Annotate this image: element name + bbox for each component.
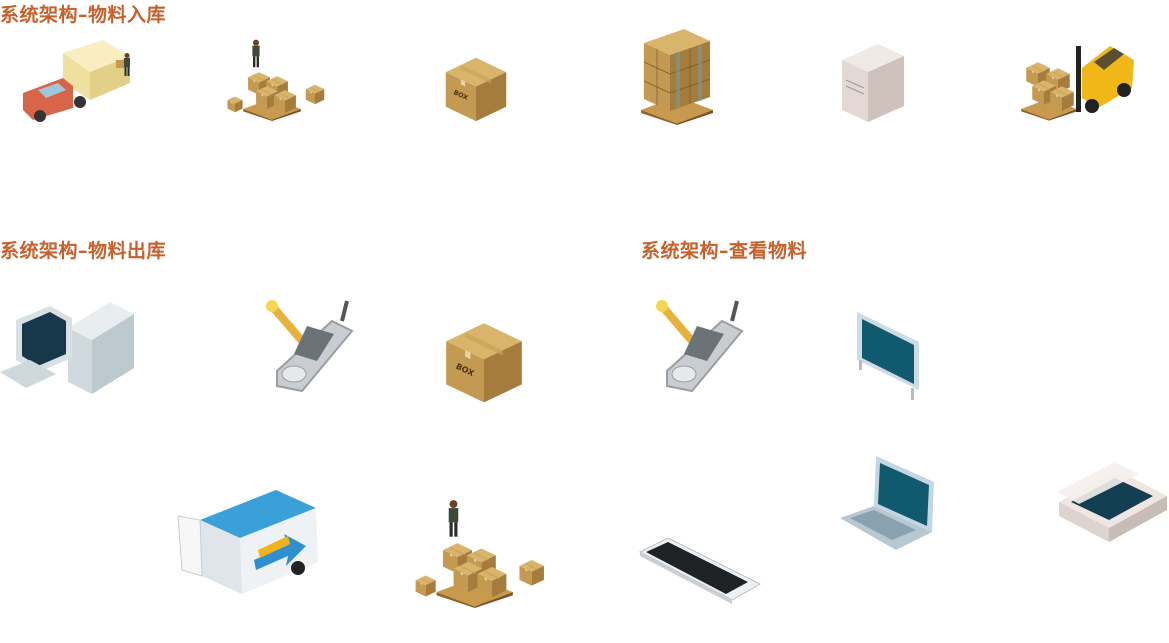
handheld-scanner-icon [652,296,752,396]
keyboard-icon [638,537,762,608]
open-delivery-van-icon [177,490,324,608]
worker-with-pallet-icon [224,38,328,124]
delivery-truck-icon [18,38,136,124]
worker-with-pallet-icon [410,498,550,612]
cardboard-box-icon: BOX [438,316,530,406]
section-title-view: 系统架构–查看物料 [641,240,808,262]
monitor-icon [853,308,921,402]
pallet-stack-icon [638,25,716,125]
forklift-icon [1020,38,1136,124]
laptop-icon [840,454,936,554]
section-title-outbound: 系统架构–物料出库 [0,240,167,262]
server-printer-icon [838,40,906,124]
handheld-scanner-icon [262,296,362,396]
flatbed-scanner-icon [1055,462,1169,544]
section-title-inbound: 系统架构–物料入库 [0,4,167,26]
desktop-computer-icon [0,300,136,396]
cardboard-box-icon: BOX [440,52,512,124]
